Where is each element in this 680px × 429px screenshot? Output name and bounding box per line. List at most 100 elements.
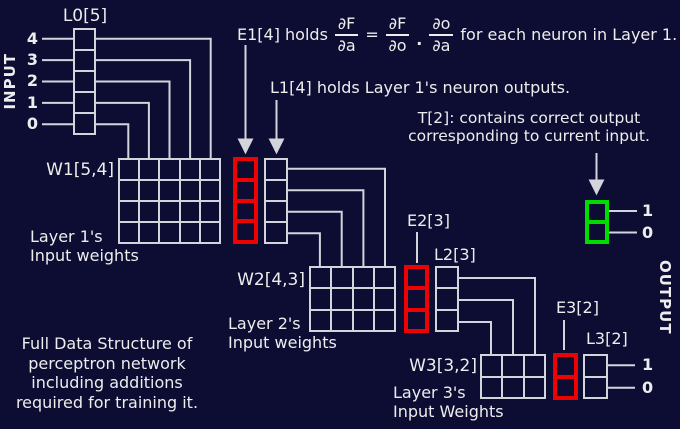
l3-label: L3[2]	[586, 329, 628, 348]
cell	[179, 222, 200, 243]
cell	[159, 180, 180, 201]
cell	[265, 201, 287, 222]
l2-to-w3-wires	[459, 277, 536, 354]
cell	[352, 309, 374, 331]
cell	[481, 355, 503, 377]
cell	[265, 180, 287, 201]
cell	[587, 202, 607, 222]
cell	[199, 159, 220, 180]
cell	[436, 309, 458, 331]
w2-caption: Layer 2's Input weights	[228, 314, 337, 352]
w3-caption: Layer 3's Input Weights	[393, 383, 504, 421]
cell	[199, 201, 220, 222]
cell	[74, 50, 95, 71]
cell	[481, 376, 503, 398]
cell	[265, 222, 287, 243]
cell	[331, 309, 353, 331]
cell	[406, 288, 427, 310]
e2-label: E2[3]	[407, 211, 450, 230]
t-target-array	[585, 200, 609, 244]
w1-caption: Layer 1's Input weights	[30, 227, 139, 265]
fraction-numerator: ∂F	[385, 15, 410, 36]
cell	[139, 201, 160, 222]
input-index-2: 2	[26, 71, 38, 90]
w3-label: W3[3,2]	[409, 356, 477, 376]
cell	[119, 201, 140, 222]
cell	[235, 179, 256, 201]
cell	[331, 267, 353, 289]
cell	[523, 355, 545, 377]
cell	[199, 180, 220, 201]
input-index-3: 3	[26, 50, 38, 69]
w2-label: W2[4,3]	[237, 270, 305, 290]
t-annotation: T[2]: contains correct output correspond…	[408, 109, 650, 146]
cell	[555, 355, 576, 377]
cell	[199, 222, 220, 243]
l3-output-tick-lines	[608, 364, 635, 389]
l2-output-array	[435, 266, 459, 332]
cell	[74, 29, 95, 50]
fraction-denominator: ∂o	[388, 35, 407, 55]
l0-input-array	[73, 28, 96, 135]
cell	[235, 159, 256, 180]
e1-sentence-prefix: E1[4] holds	[237, 25, 328, 45]
cell	[406, 267, 427, 289]
cell	[159, 222, 180, 243]
cell	[352, 267, 374, 289]
cell	[587, 222, 607, 242]
e2-error-array	[404, 265, 429, 333]
cell	[139, 180, 160, 201]
doda-fraction: ∂o ∂a	[429, 15, 454, 55]
cell	[406, 309, 427, 331]
cell	[119, 180, 140, 201]
e1-formula-sentence: E1[4] holds ∂F ∂a = ∂F ∂o . ∂o ∂a for ea…	[237, 15, 677, 55]
multiply-dot: .	[416, 30, 423, 50]
cell	[119, 222, 140, 243]
diagram-caption: Full Data Structure of perceptron networ…	[15, 334, 199, 413]
cell	[310, 267, 332, 289]
l1-to-w2-wires	[288, 167, 386, 266]
cell	[502, 376, 524, 398]
cell	[555, 376, 576, 398]
cell	[179, 180, 200, 201]
cell	[179, 159, 200, 180]
input-axis-label: INPUT	[1, 53, 19, 110]
w1-weight-matrix	[118, 158, 221, 244]
cell	[119, 159, 140, 180]
e1-error-array	[233, 157, 258, 244]
l0-label: L0[5]	[62, 6, 108, 26]
cell	[74, 71, 95, 92]
target-tick-lines	[609, 210, 637, 234]
fraction-denominator: ∂a	[432, 35, 451, 55]
e3-label: E3[2]	[556, 298, 599, 317]
cell	[235, 200, 256, 222]
w3-weight-matrix	[480, 354, 546, 399]
dFda-fraction: ∂F ∂a	[334, 15, 359, 55]
target-index-1: 1	[642, 201, 654, 220]
cell	[502, 355, 524, 377]
e3-error-array	[553, 353, 578, 400]
e1-sentence-suffix: for each neuron in Layer 1.	[460, 25, 678, 45]
cell	[352, 288, 374, 310]
cell	[310, 309, 332, 331]
cell	[139, 159, 160, 180]
cell	[436, 267, 458, 289]
target-index-0: 0	[642, 223, 654, 242]
cell	[436, 288, 458, 310]
w2-weight-matrix	[309, 266, 396, 332]
cell	[179, 201, 200, 222]
l1-output-array	[264, 158, 288, 244]
output-axis-label: OUTPUT	[656, 260, 674, 335]
cell	[310, 288, 332, 310]
l3-index-1: 1	[642, 355, 654, 374]
fraction-denominator: ∂a	[337, 35, 356, 55]
cell	[235, 221, 256, 242]
l2-label: L2[3]	[434, 245, 476, 264]
input-index-4: 4	[26, 29, 38, 48]
l3-output-array	[583, 354, 608, 399]
cell	[331, 288, 353, 310]
l3-index-0: 0	[642, 378, 654, 397]
cell	[159, 159, 180, 180]
